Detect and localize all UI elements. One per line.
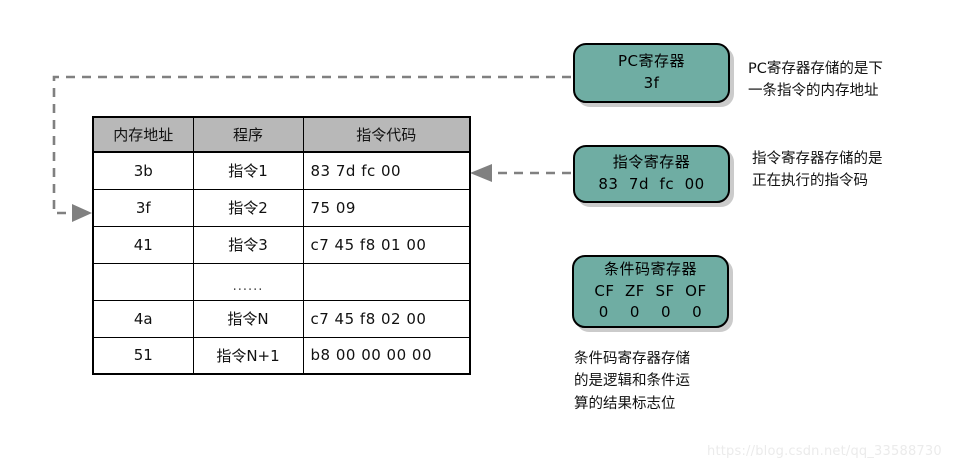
arrowhead-pc [72, 204, 92, 222]
cell-address: 3b [92, 151, 194, 190]
pc-register-caption: PC寄存器存储的是下 一条指令的内存地址 [748, 61, 883, 100]
cell-address: 51 [92, 336, 194, 375]
pc-register-value: 3f [643, 74, 660, 92]
cell-program: 指令1 [192, 151, 304, 190]
table-header-row: 内存地址 程序 指令代码 [92, 116, 471, 153]
condition-code-register-name: 条件码寄存器 [603, 259, 697, 278]
cell-address: 41 [92, 225, 194, 264]
cell-program: ...... [192, 262, 304, 301]
column-header-program: 程序 [192, 116, 304, 153]
table-row: ...... [92, 262, 471, 301]
cell-program: 指令3 [192, 225, 304, 264]
column-header-address: 内存地址 [92, 116, 194, 153]
table-row: 51 指令N+1 b8 00 00 00 00 [92, 336, 471, 375]
table-row: 3f 指令2 75 09 [92, 188, 471, 227]
cell-code: b8 00 00 00 00 [302, 336, 471, 375]
table-row: 41 指令3 c7 45 f8 01 00 [92, 225, 471, 264]
instruction-register-box: 指令寄存器 83 7d fc 00 [573, 145, 730, 203]
connector-pc-to-memory [52, 75, 571, 222]
instruction-register-value: 83 7d fc 00 [598, 175, 705, 193]
table-row: 3b 指令1 83 7d fc 00 [92, 151, 471, 190]
condition-code-register-box: 条件码寄存器 CF ZF SF OF 0 0 0 0 [572, 255, 729, 328]
condition-code-values: 0 0 0 0 [598, 303, 703, 322]
condition-code-register-caption: 条件码寄存器存储 的是逻辑和条件运 算的结果标志位 [574, 351, 690, 412]
cell-program: 指令N+1 [192, 336, 304, 375]
cell-code: c7 45 f8 02 00 [302, 299, 471, 338]
cell-code: c7 45 f8 01 00 [302, 225, 471, 264]
instruction-register-name: 指令寄存器 [612, 153, 691, 172]
cell-program: 指令2 [192, 188, 304, 227]
arrowhead-ir [470, 164, 492, 182]
cell-code: 75 09 [302, 188, 471, 227]
column-header-code: 指令代码 [302, 116, 471, 153]
cell-address [92, 262, 194, 301]
memory-table: 内存地址 程序 指令代码 3b 指令1 83 7d fc 00 3f 指令2 7… [92, 116, 471, 375]
cell-address: 4a [92, 299, 194, 338]
cell-code [302, 262, 471, 301]
pc-register-box: PC寄存器 3f [573, 43, 730, 103]
instruction-register-caption: 指令寄存器存储的是 正在执行的指令码 [752, 151, 883, 190]
pc-register-name: PC寄存器 [617, 52, 686, 71]
cell-address: 3f [92, 188, 194, 227]
table-row: 4a 指令N c7 45 f8 02 00 [92, 299, 471, 338]
condition-code-flags: CF ZF SF OF [594, 281, 707, 300]
cell-code: 83 7d fc 00 [302, 151, 471, 190]
cell-program: 指令N [192, 299, 304, 338]
watermark: https://blog.csdn.net/qq_33588730 [707, 444, 942, 459]
connector-ir-to-memory [470, 164, 571, 182]
